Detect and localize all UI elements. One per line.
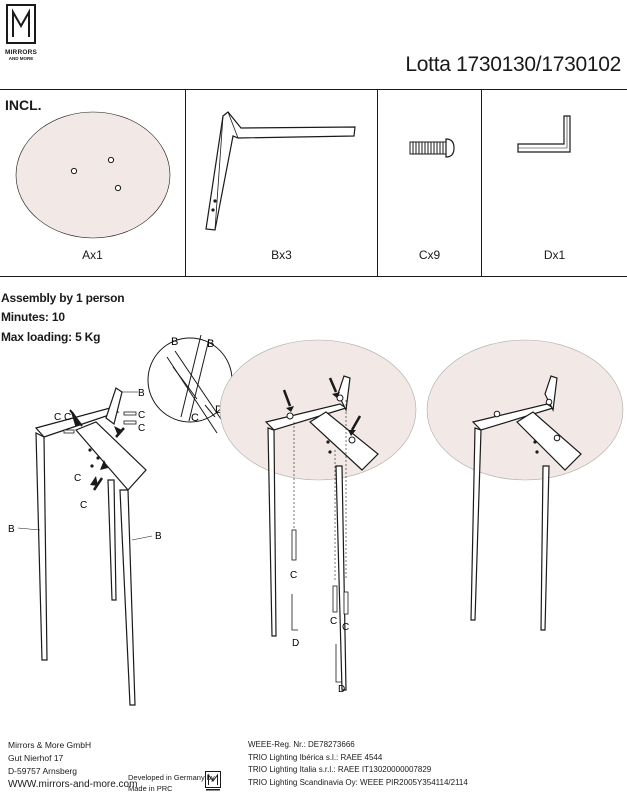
zoom-label-b-2: B (207, 338, 214, 350)
step2-label-c-2: C (330, 616, 337, 627)
label-c-2: C (138, 423, 145, 434)
logo-text: MIRRORS (4, 49, 38, 56)
made-in: Made in PRC (128, 784, 173, 793)
developed-in: Developed in Germany by (128, 773, 215, 782)
screw-icon (409, 138, 455, 158)
assembly-minutes: Minutes: 10 (1, 310, 65, 324)
company-street: Gut Nierhof 17 (8, 753, 64, 763)
part-cell-c: Cx9 (377, 90, 481, 276)
incl-label: INCL. (5, 97, 42, 113)
part-label-b: Bx3 (271, 248, 292, 262)
footer-logo-icon (205, 771, 221, 791)
assembly-max-loading: Max loading: 5 Kg (1, 330, 101, 344)
part-label-d: Dx1 (543, 248, 566, 262)
label-b-top: B (138, 388, 145, 399)
company-address: Mirrors & More GmbH Gut Nierhof 17 D-597… (8, 739, 137, 791)
company-name: Mirrors & More GmbH (8, 740, 92, 750)
tabletop-icon (15, 111, 171, 239)
part-cell-a: Ax1 (0, 90, 185, 276)
label-b-left: B (8, 524, 15, 535)
allen-key-icon (517, 115, 571, 153)
label-c-4: C (80, 500, 87, 511)
step2-label-c-1: C (290, 570, 297, 581)
weee-iberica: TRIO Lighting Ibérica s.l.: RAEE 4544 (248, 752, 383, 762)
product-title: Lotta 1730130/1730102 (405, 53, 621, 76)
parts-table: INCL. Ax1 Bx3 (0, 89, 627, 277)
label-c-3: C (74, 473, 81, 484)
part-label-c: Cx9 (418, 248, 441, 262)
zoom-label-b-1: B (171, 336, 178, 348)
step2-label-d-2: D (338, 684, 345, 695)
zoom-label-c: C (191, 412, 199, 424)
step2-label-d-1: D (292, 638, 299, 649)
part-cell-d: Dx1 (481, 90, 627, 276)
part-label-a: Ax1 (82, 248, 103, 262)
weee-registration: WEEE-Reg. Nr.: DE78273666 TRIO Lighting … (248, 739, 468, 789)
company-website: WWW.mirrors-and-more.com (8, 779, 138, 790)
table-leg-icon (205, 111, 356, 231)
m-monogram-icon (6, 4, 36, 44)
step2-label-c-3: C (342, 622, 349, 633)
label-b-right: B (155, 531, 162, 542)
step-2-diagram: C C C D D (219, 339, 417, 695)
weee-reg: WEEE-Reg. Nr.: DE78273666 (248, 740, 355, 749)
label-cc: C C (54, 412, 71, 423)
weee-italia: TRIO Lighting Italia s.r.l.: RAEE IT1302… (248, 765, 432, 774)
company-city: D-59757 Arnsberg (8, 766, 77, 776)
brand-logo: MIRRORS AND MORE (4, 4, 38, 62)
part-cell-b: Bx3 (185, 90, 377, 276)
assembly-persons: Assembly by 1 person (1, 291, 125, 305)
developed-info: Developed in Germany by Made in PRC (128, 772, 215, 794)
weee-scandinavia: TRIO Lighting Scandinavia Oy: WEEE PIR20… (248, 777, 468, 787)
step-3-diagram (426, 339, 624, 631)
label-c-1: C (138, 410, 145, 421)
zoom-label-d: D (215, 404, 223, 416)
logo-subtext: AND MORE (8, 56, 34, 61)
step-1-diagram: B B B C C C C C C (8, 387, 162, 706)
